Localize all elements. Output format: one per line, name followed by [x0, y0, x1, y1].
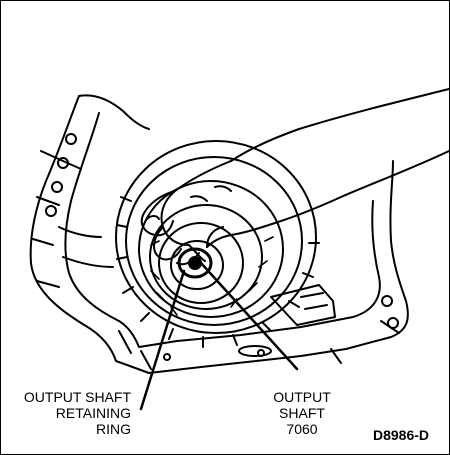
case-rib: [58, 226, 114, 268]
leader-output-shaft: [199, 261, 299, 371]
callout-line: OUTPUT: [273, 389, 331, 405]
callout-line: RETAINING: [55, 405, 131, 421]
callout-output-shaft: OUTPUT SHAFT 7060: [259, 389, 345, 437]
case-lower-flange: [118, 320, 400, 370]
arm-top-edge: [230, 88, 449, 162]
finger-2: [153, 226, 182, 261]
callout-line: RING: [96, 421, 131, 437]
arm-bottom-edge: [280, 150, 449, 222]
knuckle-lines: [190, 185, 232, 202]
finger-1: [140, 190, 176, 237]
callout-retaining-ring: OUTPUT SHAFT RETAINING RING: [7, 389, 131, 437]
fingernail: [146, 215, 160, 220]
case-outline: [29, 95, 409, 374]
valve-body: [270, 284, 336, 326]
drum-hatching: [150, 236, 274, 316]
thumb: [176, 226, 224, 266]
outer-drum: [115, 140, 317, 334]
case-left-flange: [32, 150, 82, 288]
drum-ring-4: [149, 204, 263, 310]
callout-line: 7060: [286, 421, 318, 437]
leader-retaining-ring: [139, 269, 186, 411]
oval-plug: [238, 345, 272, 357]
drum-ring-3: [138, 180, 284, 318]
case-inner-outline: [64, 112, 381, 348]
drum-ring-5: [158, 222, 244, 304]
callout-line: OUTPUT SHAFT: [23, 389, 131, 405]
hub-ring: [170, 240, 224, 290]
drum-ring-2: [125, 156, 303, 326]
figure-id: D8986-D: [373, 427, 430, 443]
callout-line: SHAFT: [279, 405, 325, 421]
flange-bolts: [45, 133, 399, 361]
case-upper-edge: [78, 94, 150, 130]
drum-teeth: [116, 196, 320, 348]
valve-body-detail: [300, 292, 328, 310]
